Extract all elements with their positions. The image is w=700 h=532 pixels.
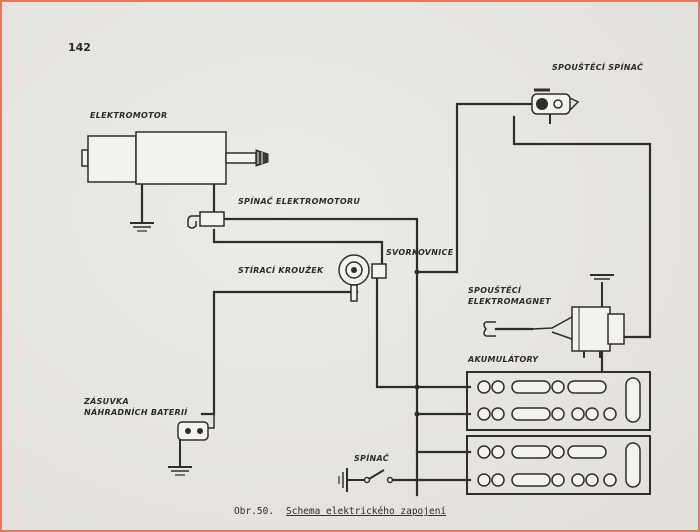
main-switch [338,468,394,492]
wire-starter-to-magnet [512,115,652,339]
label-stiraci-krouzek: STÍRACÍ KROUŽEK [238,264,324,275]
wire-to-starter-switch [455,102,534,274]
wire-switch-to-terminal [222,217,419,274]
label-spousteci-elektromagnet-2: ELEKTROMAGNET [468,297,551,306]
starter-switch [531,88,580,124]
label-zasuvka-2: NÁHRADNÍCH BATERIÍ [84,406,188,417]
battery-bank [466,371,651,495]
wire-motor-switch-lower [212,228,384,266]
wire-slipring-to-socket [200,290,359,416]
label-spousteci-spinac: SPOUŠTĚCÍ SPÍNAČ [552,61,643,72]
terminal-block [371,263,387,279]
label-svorkovnice: SVORKOVNICE [386,248,454,257]
slip-ring [338,254,370,302]
motor-switch [187,211,225,229]
ground-symbol-motor [130,222,154,232]
label-elektromotor: ELEKTROMOTOR [90,111,167,120]
starter-solenoid [483,274,625,358]
label-spousteci-elektromagnet-1: SPOUŠTĚCÍ [468,284,522,295]
label-zasuvka-1: ZÁSUVKA [83,395,129,406]
caption-prefix: Obr.50. [234,506,274,517]
caption-text: Schema elektrického zapojení [286,506,446,517]
page-number: 142 [68,41,91,54]
electric-motor [81,131,269,185]
junctions [414,269,420,417]
wire-terminal-to-battery-1 [375,275,472,389]
label-spinac: SPÍNAČ [354,452,389,463]
label-akumulatory: AKUMULÁTORY [467,353,539,364]
spare-battery-socket [168,414,215,476]
label-spinac-elektromotoru: SPÍNAČ ELEKTROMOTORU [238,195,360,206]
wires [140,102,652,497]
